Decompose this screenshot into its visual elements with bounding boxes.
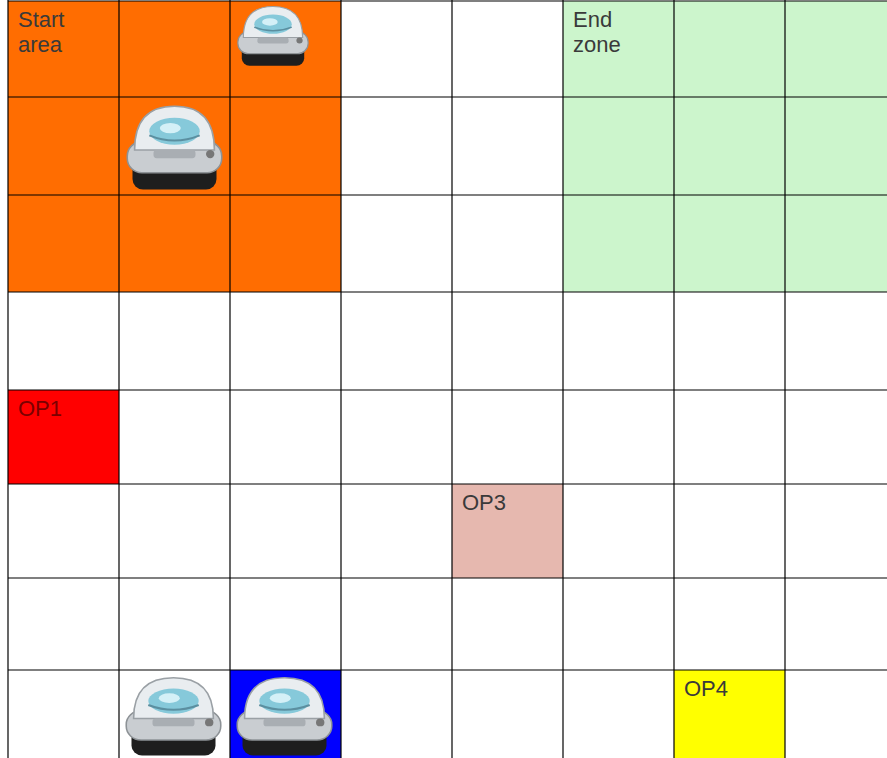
- obstacle-cell: OP3: [452, 484, 563, 578]
- start-area: Start area: [8, 1, 341, 292]
- robot: [126, 678, 221, 756]
- robot: [127, 106, 222, 189]
- cell-label: Start area: [8, 1, 108, 64]
- grid-lines: [8, 0, 887, 758]
- obstacle-cell: OP1: [8, 390, 119, 484]
- cell-label: End zone: [563, 1, 663, 64]
- cell-label: OP1: [8, 390, 108, 427]
- obstacle-cell: OP4: [674, 670, 785, 758]
- cell-label: OP3: [452, 484, 552, 521]
- robot: [238, 6, 308, 65]
- robot: [237, 678, 332, 756]
- end-zone: End zone: [563, 1, 887, 292]
- blue-cell: [230, 670, 341, 758]
- cell-label: OP4: [674, 670, 774, 707]
